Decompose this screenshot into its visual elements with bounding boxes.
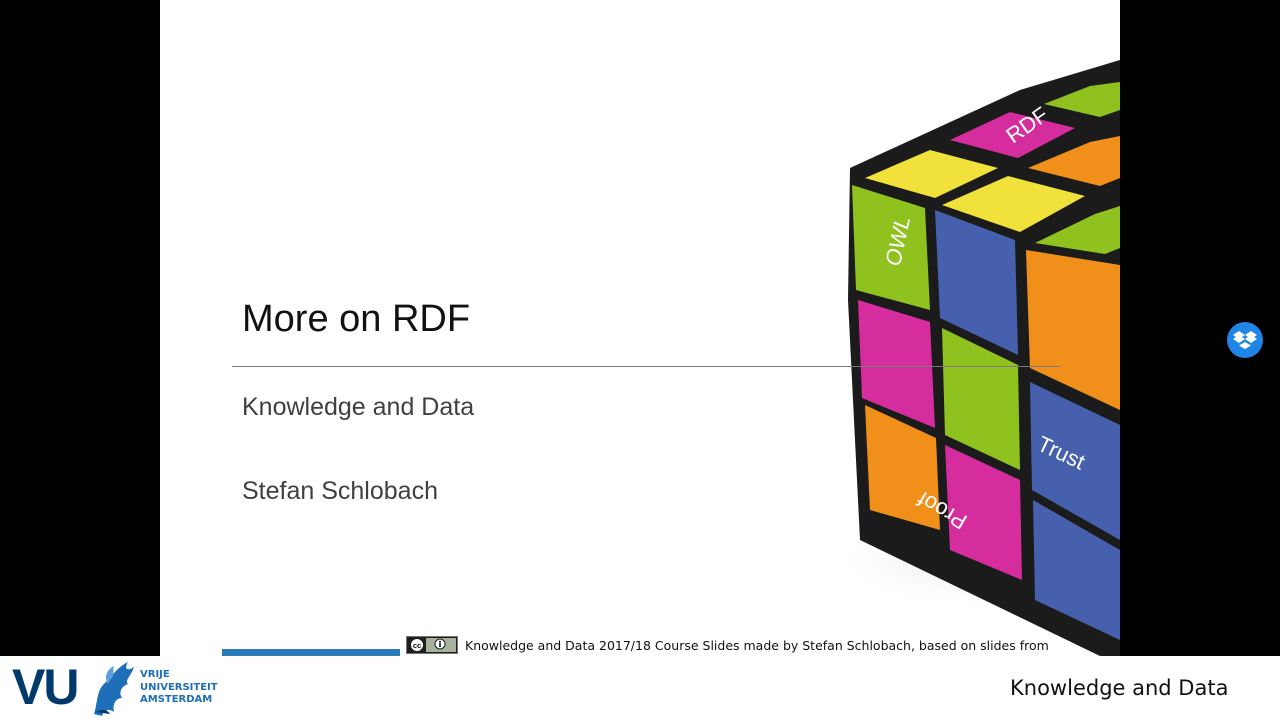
dropbox-button[interactable] [1227, 322, 1263, 358]
vu-name-line-3: AMSTERDAM [140, 694, 213, 705]
slide-subtitle-course: Knowledge and Data [242, 393, 475, 421]
title-divider [232, 366, 1060, 367]
vu-name-line-1: VRIJE [140, 669, 170, 680]
vu-griffin-icon [94, 662, 134, 716]
slide-subtitle-author: Stefan Schlobach [242, 477, 438, 505]
creative-commons-by-icon: cc [406, 636, 458, 654]
blue-strip [222, 649, 400, 656]
footer-bar: VU VRIJE UNIVERSITEIT AMSTERDAM Knowledg… [0, 656, 1280, 720]
rubiks-cube-illustration: RDF OWL Trust Proof [830, 60, 1120, 656]
license-text: Knowledge and Data 2017/18 Course Slides… [465, 638, 1049, 653]
vu-logo-name: VRIJE UNIVERSITEIT AMSTERDAM [140, 669, 218, 707]
slide: RDF OWL Trust Proof More on RDF Knowledg… [160, 0, 1120, 656]
svg-text:cc: cc [413, 641, 421, 650]
vu-logo-letters: VU [12, 659, 79, 715]
dropbox-icon [1233, 331, 1257, 349]
slide-title: More on RDF [242, 298, 471, 340]
footer-course-name: Knowledge and Data [1010, 676, 1229, 700]
vu-name-line-2: UNIVERSITEIT [140, 681, 218, 693]
